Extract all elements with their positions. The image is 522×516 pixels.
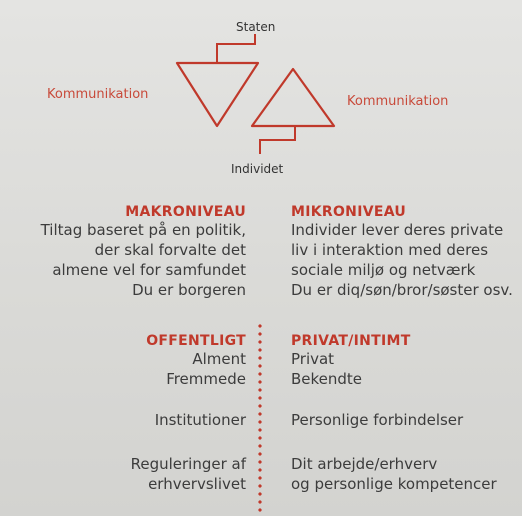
offentligt-item: Reguleringer af [130,455,246,473]
mikro-heading: MIKRONIVEAU [291,204,407,220]
makro-line: Du er borgeren [132,281,246,299]
kommunikation-left-label: Kommunikation [47,87,149,102]
mikro-line: Du er diq/søn/bror/søster osv. [291,281,513,299]
kommunikation-right-label: Kommunikation [347,94,449,109]
makro-line: Tiltag baseret på en politik, [40,221,246,239]
offentligt-item: Fremmede [166,370,246,388]
makro-heading: MAKRONIVEAU [125,204,246,220]
individet-connector [259,127,296,154]
dotted-divider [258,322,262,512]
state-individual-diagram [175,34,336,154]
privat-arbejde: Dit arbejde/erhverv og personlige kompet… [291,454,497,494]
up-triangle [250,67,336,128]
privat-item: Privat [291,350,335,368]
makro-section: MAKRONIVEAU Tiltag baseret på en politik… [41,204,246,300]
staten-connector [216,34,256,62]
privat-section: PRIVAT/INTIMT Privat Bekendte [291,333,411,389]
privat-heading: PRIVAT/INTIMT [291,333,411,349]
mikro-line: liv i interaktion med deres [291,241,489,259]
mikro-line: sociale miljø og netværk [291,261,476,279]
offentligt-heading: OFFENTLIGT [146,333,246,349]
privat-item: Personlige forbindelser [291,411,464,429]
privat-item: og personlige kompetencer [291,475,497,493]
individet-label: Individet [231,162,284,176]
offentligt-item: Institutioner [154,411,246,429]
makro-line: almene vel for samfundet [52,261,246,279]
offentligt-reguleringer: Reguleringer af erhvervslivet [131,454,246,494]
mikro-section: MIKRONIVEAU Individer lever deres privat… [291,204,513,300]
privat-forbindelser: Personlige forbindelser [291,410,463,430]
offentligt-section: OFFENTLIGT Alment Fremmede [146,333,246,389]
down-triangle [175,61,260,128]
privat-item: Dit arbejde/erhverv [291,455,438,473]
staten-label: Staten [236,20,276,34]
makro-line: der skal forvalte det [94,241,246,259]
privat-item: Bekendte [291,370,363,388]
offentligt-institutioner: Institutioner [155,410,246,430]
offentligt-item: Alment [192,350,246,368]
mikro-line: Individer lever deres private [291,221,504,239]
offentligt-item: erhvervslivet [148,475,246,493]
